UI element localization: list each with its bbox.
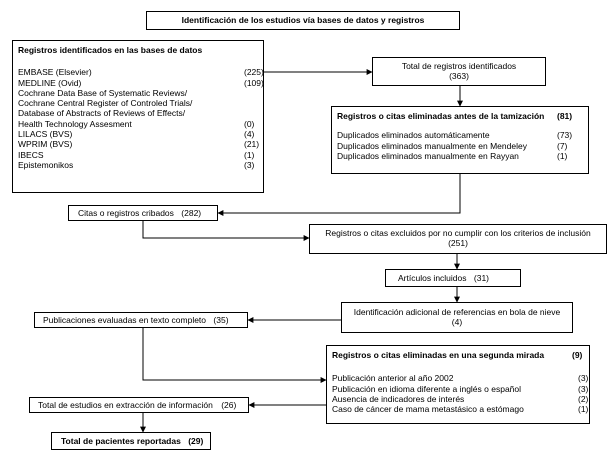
database-row: LILACS (BVS) (4) — [18, 129, 263, 139]
snowball-count: (4) — [451, 317, 463, 328]
database-row-label: Epistemonikos — [18, 159, 74, 170]
removed-second-row-count: (3) — [578, 373, 589, 384]
database-row-count: (21) — [244, 139, 260, 150]
diagram-title: Identificación de los estudios vía bases… — [146, 11, 460, 30]
extraction-count: (26) — [221, 400, 237, 410]
removed-second-box: Registros o citas eliminadas en una segu… — [326, 345, 590, 424]
screened-label: Citas o registros cribados — [78, 208, 174, 218]
extraction-label: Total de estudios en extracción de infor… — [38, 400, 213, 410]
removed-before-list: Duplicados eliminados automáticamente (73… — [337, 130, 588, 161]
removed-second-row-count: (2) — [578, 393, 589, 404]
database-row: MEDLINE (Ovid) (109) — [18, 77, 264, 88]
database-row-label: WPRIM (BVS) — [18, 139, 73, 150]
database-row: Epistemonikos (3) — [18, 160, 263, 170]
database-row-label: Health Technology Assesment — [18, 118, 132, 129]
removed-second-header: Registros o citas eliminadas en una segu… — [332, 350, 589, 360]
screened-count: (282) — [181, 208, 202, 218]
database-row-count: (1) — [244, 149, 255, 160]
total-identified-box: Total de registros identificados (363) — [372, 57, 546, 86]
excluded-label: Registros o citas excluidos por no cumpl… — [325, 228, 591, 238]
included-label: Artículos incluidos — [398, 273, 467, 283]
snowball-label: Identificación adicional de referencias … — [353, 307, 561, 317]
fulltext-label: Publicaciones evaluadas en texto complet… — [43, 315, 207, 325]
removed-second-row: Caso de cáncer de mama metastásico a est… — [332, 404, 589, 414]
database-row: WPRIM (BVS) (21) — [18, 139, 263, 149]
removed-before-row-count: (7) — [557, 140, 568, 151]
patients-label: Total de pacientes reportadas — [61, 436, 181, 446]
snowball-box: Identificación adicional de referencias … — [341, 302, 573, 333]
removed-second-row-label: Caso de cáncer de mama metastásico a est… — [332, 404, 524, 415]
database-row: Cochrane Central Register of Controled T… — [18, 98, 263, 108]
fulltext-box: Publicaciones evaluadas en texto complet… — [34, 312, 248, 328]
included-count: (31) — [473, 273, 490, 283]
database-row-count: (4) — [244, 129, 255, 140]
database-row: Cochrane Data Base of Systematic Reviews… — [18, 88, 263, 98]
removed-before-row-label: Duplicados eliminados automáticamente — [337, 130, 490, 141]
removed-second-list: Publicación anterior al año 2002(3)Publi… — [332, 373, 589, 414]
excluded-box: Registros o citas excluidos por no cumpl… — [309, 224, 607, 254]
arrow-fulltext-to-second — [142, 328, 327, 383]
removed-before-header: Registros o citas eliminadas antes de la… — [337, 111, 588, 121]
removed-second-row-count: (3) — [578, 383, 589, 394]
removed-second-header-label: Registros o citas eliminadas en una segu… — [332, 350, 545, 360]
removed-second-header-count: (9) — [572, 350, 583, 360]
removed-before-row-count: (73) — [557, 130, 573, 141]
removed-second-row-label: Publicación en idioma diferente a inglés… — [332, 383, 522, 394]
removed-second-row: Ausencia de indicadores de interés (2) — [332, 394, 589, 404]
database-row-count: (3) — [244, 159, 255, 170]
excluded-count: (251) — [448, 238, 468, 249]
extraction-box: Total de estudios en extracción de infor… — [29, 397, 249, 413]
removed-second-row-label: Publicación anterior al año 2002 — [332, 373, 454, 384]
database-row-label: IBECS — [18, 149, 44, 160]
database-row-count: (225) — [244, 67, 264, 78]
diagram-title-text: Identificación de los estudios vía bases… — [181, 15, 425, 25]
database-row-count: (0) — [244, 118, 255, 129]
database-row-label: Cochrane Central Register of Controled T… — [18, 98, 193, 109]
databases-box: Registros identificados en las bases de … — [12, 40, 264, 193]
removed-second-row: Publicación anterior al año 2002 (3) — [332, 373, 589, 383]
removed-second-row-count: (1) — [578, 404, 589, 415]
database-row-label: MEDLINE (Ovid) — [18, 77, 82, 88]
fulltext-count: (35) — [213, 315, 229, 325]
patients-box: Total de pacientes reportadas (29) — [51, 432, 211, 450]
removed-before-row: Duplicados eliminados manualmente en Ray… — [337, 151, 588, 161]
database-row-label: LILACS (BVS) — [18, 129, 73, 140]
database-row: Database of Abstracts of Reviews of Effe… — [18, 108, 263, 118]
removed-before-row: Duplicados eliminados manualmente en Men… — [337, 141, 588, 151]
database-row: Health Technology Assesment (0) — [18, 119, 263, 129]
patients-count: (29) — [188, 436, 204, 446]
database-row-label: EMBASE (Elsevier) — [18, 67, 92, 78]
removed-before-box: Registros o citas eliminadas antes de la… — [331, 106, 589, 174]
screened-box: Citas o registros cribados (282) — [68, 205, 218, 221]
arrow-removed-to-screened — [217, 174, 461, 216]
database-row-count: (109) — [244, 77, 264, 88]
included-box: Artículos incluidos (31) — [385, 269, 521, 287]
removed-second-row-label: Ausencia de indicadores de interés — [332, 393, 465, 404]
removed-before-row-label: Duplicados eliminados manualmente en Ray… — [337, 150, 519, 161]
database-row-label: Database of Abstracts of Reviews of Effe… — [18, 108, 186, 119]
removed-before-row-label: Duplicados eliminados manualmente en Men… — [337, 140, 527, 151]
removed-second-row: Publicación en idioma diferente a inglés… — [332, 384, 589, 394]
databases-header: Registros identificados en las bases de … — [18, 45, 203, 55]
database-row-label: Cochrane Data Base of Systematic Reviews… — [18, 87, 188, 98]
removed-before-header-count: (81) — [557, 111, 573, 121]
databases-list: EMBASE (Elsevier) (225) MEDLINE (Ovid) (109… — [18, 67, 264, 170]
total-identified-count: (363) — [449, 71, 469, 82]
arrow-screened-to-excluded — [142, 221, 310, 241]
removed-before-row-count: (1) — [557, 150, 568, 161]
total-identified-label: Total de registros identificados — [401, 61, 517, 71]
database-row: IBECS (1) — [18, 150, 263, 160]
database-row: EMBASE (Elsevier) (225) — [18, 67, 264, 78]
removed-before-header-label: Registros o citas eliminadas antes de la… — [337, 111, 545, 121]
removed-before-row: Duplicados eliminados automáticamente (73… — [337, 130, 588, 140]
